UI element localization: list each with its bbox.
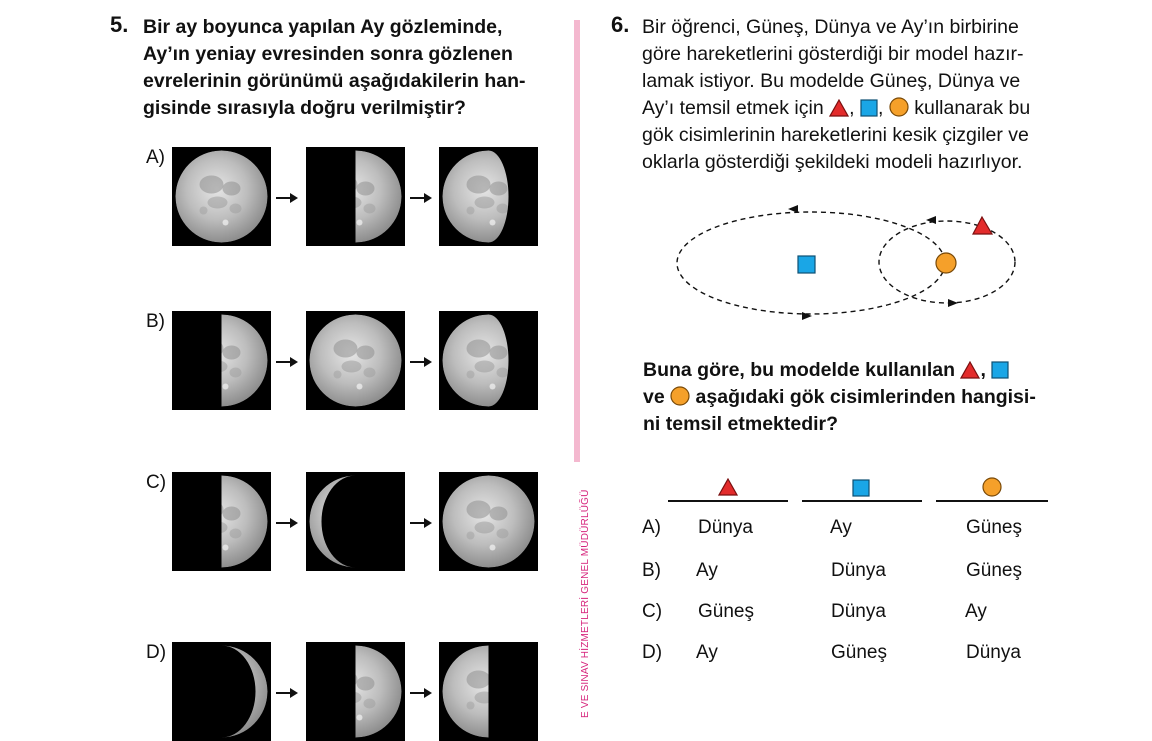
- crescent-moon-icon: [172, 642, 271, 741]
- answer-circle-cell: Ay: [965, 601, 987, 622]
- first-quarter-moon-icon: [306, 147, 405, 246]
- arrow-right-icon: [276, 355, 298, 367]
- table-header-rule: [668, 500, 788, 502]
- arrow-right-icon: [410, 516, 432, 528]
- first-quarter-moon-icon: [172, 311, 271, 410]
- option-label[interactable]: A): [146, 147, 165, 168]
- table-header-rule: [802, 500, 922, 502]
- triangle-icon: [718, 478, 738, 496]
- orbit-arrow-icon: [802, 312, 812, 320]
- crescent-moon-icon: [306, 472, 405, 571]
- option-label[interactable]: C): [146, 472, 167, 493]
- option-label[interactable]: C): [642, 601, 663, 622]
- option-label[interactable]: B): [146, 311, 165, 332]
- question-5-text: Bir ay boyunca yapılan Ay gözleminde, Ay…: [143, 16, 526, 119]
- circle-icon: [935, 252, 957, 274]
- answer-triangle-cell: Ay: [696, 642, 718, 663]
- orbit-arrow-icon: [948, 299, 958, 307]
- question-5-number: 5.: [110, 12, 129, 37]
- side-text: E VE SINAV HİZMETLERİ GENEL MÜDÜRLÜĞÜ: [580, 489, 591, 718]
- answer-square-cell: Ay: [830, 517, 852, 538]
- triangle-icon: [960, 361, 981, 379]
- answer-circle-cell: Dünya: [966, 642, 1021, 663]
- circle-icon: [670, 386, 690, 406]
- triangle-icon: [829, 99, 850, 117]
- arrow-right-icon: [276, 516, 298, 528]
- option-label[interactable]: B): [642, 560, 661, 581]
- waning-gibbous-moon-icon: [439, 147, 538, 246]
- waning-gibbous-moon-icon: [439, 311, 538, 410]
- arrow-right-icon: [276, 686, 298, 698]
- answer-circle-cell: Güneş: [966, 517, 1022, 538]
- answer-triangle-cell: Dünya: [698, 517, 753, 538]
- first-quarter-moon-icon: [306, 642, 405, 741]
- question-6-number: 6.: [611, 12, 630, 37]
- first-quarter-moon-icon: [172, 472, 271, 571]
- orbit-model-diagram: [676, 205, 1016, 320]
- circle-icon: [982, 477, 1002, 497]
- answer-square-cell: Dünya: [831, 560, 886, 581]
- square-icon: [991, 361, 1009, 379]
- answer-square-cell: Güneş: [831, 642, 887, 663]
- orbit-arrow-icon: [788, 205, 798, 213]
- circle-icon: [889, 97, 909, 117]
- answer-circle-cell: Güneş: [966, 560, 1022, 581]
- question-6-prompt: Buna göre, bu modelde kullanılan , ve aş…: [643, 359, 1036, 435]
- full-moon-icon: [439, 472, 538, 571]
- question-6-text: Bir öğrenci, Güneş, Dünya ve Ay’ın birbi…: [642, 16, 1031, 173]
- option-label[interactable]: D): [146, 642, 167, 663]
- last-quarter-moon-icon: [439, 642, 538, 741]
- answer-square-cell: Dünya: [831, 601, 886, 622]
- answer-triangle-cell: Güneş: [698, 601, 754, 622]
- square-icon: [860, 99, 878, 117]
- triangle-icon: [972, 215, 994, 235]
- arrow-right-icon: [410, 355, 432, 367]
- answer-triangle-cell: Ay: [696, 560, 718, 581]
- orbit-arrow-icon: [926, 216, 936, 224]
- full-moon-icon: [306, 311, 405, 410]
- moon-orbit-path: [878, 220, 1016, 304]
- arrow-right-icon: [410, 191, 432, 203]
- arrow-right-icon: [276, 191, 298, 203]
- table-header-rule: [936, 500, 1048, 502]
- page-divider: [574, 20, 580, 462]
- square-icon: [852, 479, 870, 497]
- option-label[interactable]: D): [642, 642, 663, 663]
- square-icon: [797, 255, 816, 274]
- arrow-right-icon: [410, 686, 432, 698]
- option-label[interactable]: A): [642, 517, 661, 538]
- full-moon-icon: [172, 147, 271, 246]
